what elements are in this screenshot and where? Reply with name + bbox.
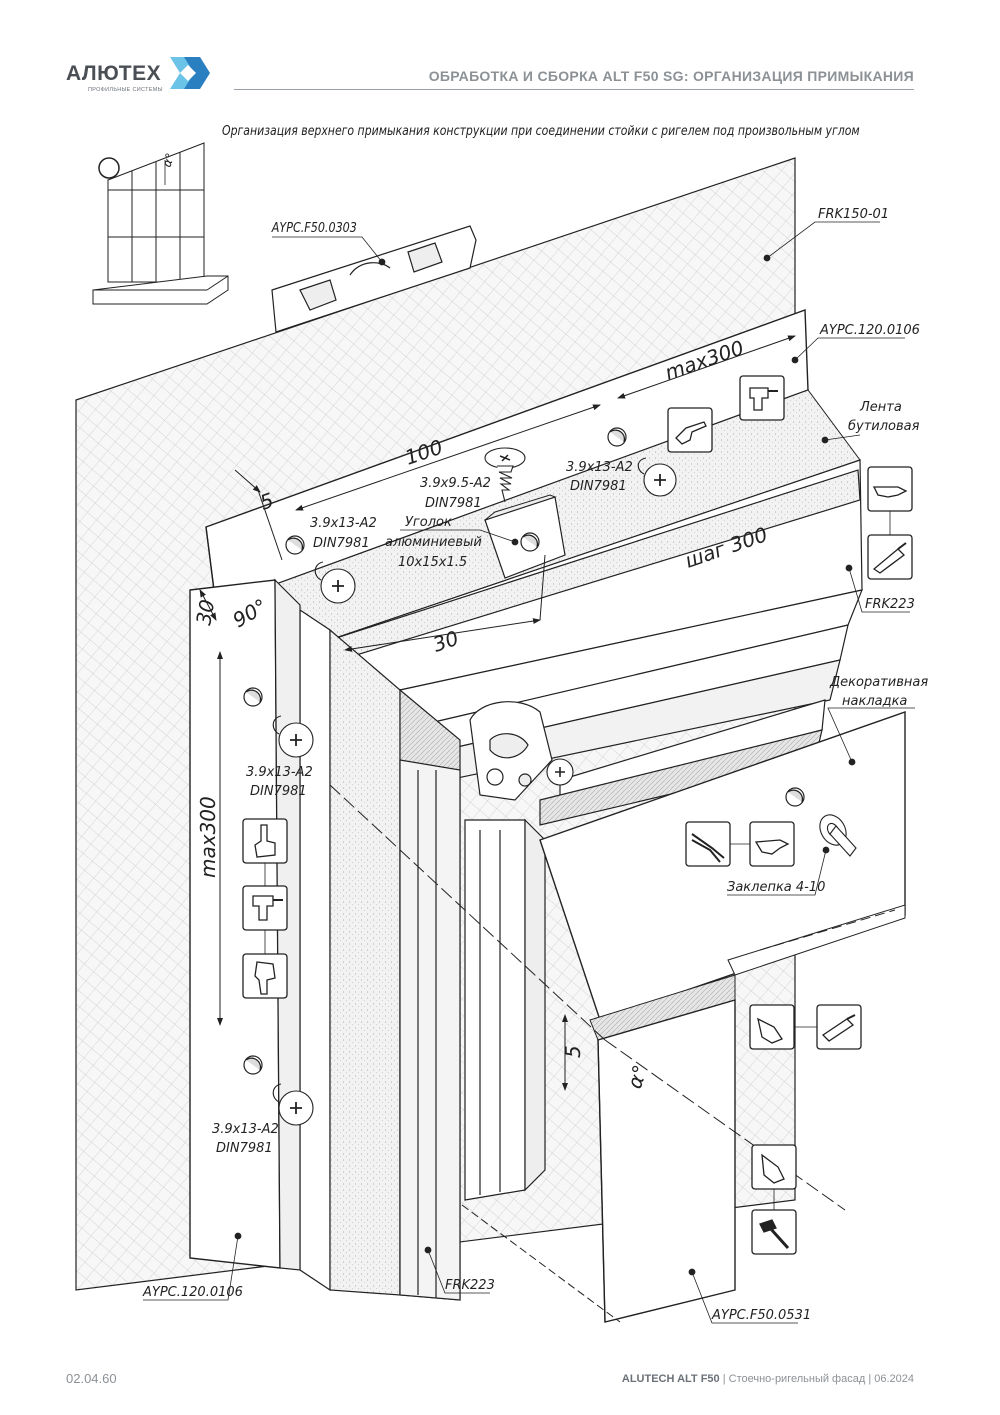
header-divider [234, 89, 914, 90]
alutech-logo: АЛЮТЕХ ПРОФИЛЬНЫЕ СИСТЕМЫ [66, 50, 216, 100]
label-screw-left-bot-1: 3.9x13-A2 [212, 1122, 279, 1137]
leader-lines [143, 221, 915, 1324]
label-aypc-f50-0303: AYPC.F50.0303 [271, 220, 357, 235]
label-aypc-120-0106-top: AYPC.120.0106 [819, 323, 920, 338]
corner-node-detail [469, 701, 553, 801]
holes [243, 427, 805, 1075]
label-lenta-line1: Лента [859, 400, 902, 415]
label-aypc-f50-0531: AYPC.F50.0531 [711, 1308, 811, 1323]
label-screw-left-bot-2: DIN7981 [216, 1141, 273, 1156]
label-dekor-line1: Декоративная [829, 675, 928, 690]
label-zaklepka: Заклепка 4-10 [727, 880, 825, 895]
cap-aypc-f50-0531 [597, 999, 736, 1323]
label-frk150-01: FRK150-01 [818, 207, 889, 222]
label-screw-top-left-2: DIN7981 [313, 536, 370, 551]
drawing-caption: Организация верхнего примыкания конструк… [222, 124, 860, 139]
label-dekor-line2: накладка [842, 694, 907, 709]
tool-icons [242, 375, 913, 1255]
label-screw-top-right-1: 3.9x13-A2 [566, 460, 633, 475]
label-screw-top-right-2: DIN7981 [570, 479, 627, 494]
finger-point-icon [242, 818, 288, 864]
label-ugolok-3: 10x15x1.5 [398, 555, 467, 570]
label-screw-left-mid-2: DIN7981 [250, 784, 307, 799]
mullion-frk223 [299, 608, 546, 1301]
label-screw-left-mid-1: 3.9x13-A2 [246, 765, 313, 780]
label-frk223-right: FRK223 [865, 597, 915, 612]
logo-subtitle: ПРОФИЛЬНЫЕ СИСТЕМЫ [88, 87, 163, 93]
hammer-icon [751, 1209, 797, 1255]
dimension-lines [199, 335, 846, 1323]
logo-mark-icon [170, 57, 210, 89]
finger-point-icon [751, 1144, 797, 1190]
label-aypc-120-0106-bottom: AYPC.120.0106 [142, 1285, 243, 1300]
profile-aypc-f50-0303 [271, 225, 477, 333]
label-lenta-line2: бутиловая [848, 419, 920, 434]
dim-5-bottom: 5 [561, 1045, 585, 1058]
label-screw-top-left-1: 3.9x13-A2 [310, 516, 377, 531]
rivet [819, 814, 857, 857]
dim-30-vert: 30 [191, 598, 219, 627]
dim-max300-left: max300 [196, 796, 220, 878]
finger-point-icon [667, 407, 713, 453]
label-ugolok-2: алюминиевый [385, 535, 482, 550]
footer-brand: ALUTECH ALT F50 [621, 1373, 720, 1385]
drill-icon [739, 375, 785, 421]
finger-point-icon [242, 953, 288, 999]
sealant-gun-icon [816, 1004, 862, 1050]
rivet-pliers-icon [685, 821, 731, 867]
finger-point-icon [749, 1004, 795, 1050]
page-title: ОБРАБОТКА И СБОРКА ALT F50 SG: ОРГАНИЗАЦ… [428, 68, 914, 84]
thumbnail-sketch [92, 142, 229, 305]
drill-icon [242, 885, 288, 931]
page-number: 02.04.60 [66, 1371, 117, 1386]
logo-text: АЛЮТЕХ [66, 62, 162, 85]
thumbnail-angle-label: α° [160, 151, 178, 169]
label-screw-top-mid-2: DIN7981 [425, 496, 482, 511]
finger-point-icon [749, 821, 795, 867]
finger-point-icon [867, 466, 913, 512]
footer-info: ALUTECH ALT F50 | Стоечно-ригельный фаса… [622, 1373, 914, 1385]
footer-description: | Стоечно-ригельный фасад | 06.2024 [719, 1373, 914, 1385]
label-screw-top-mid-1: 3.9x9.5-A2 [420, 476, 491, 491]
label-ugolok-1: Уголок [405, 515, 452, 530]
label-frk223-bottom: FRK223 [445, 1278, 495, 1293]
sealant-gun-icon [867, 534, 913, 580]
